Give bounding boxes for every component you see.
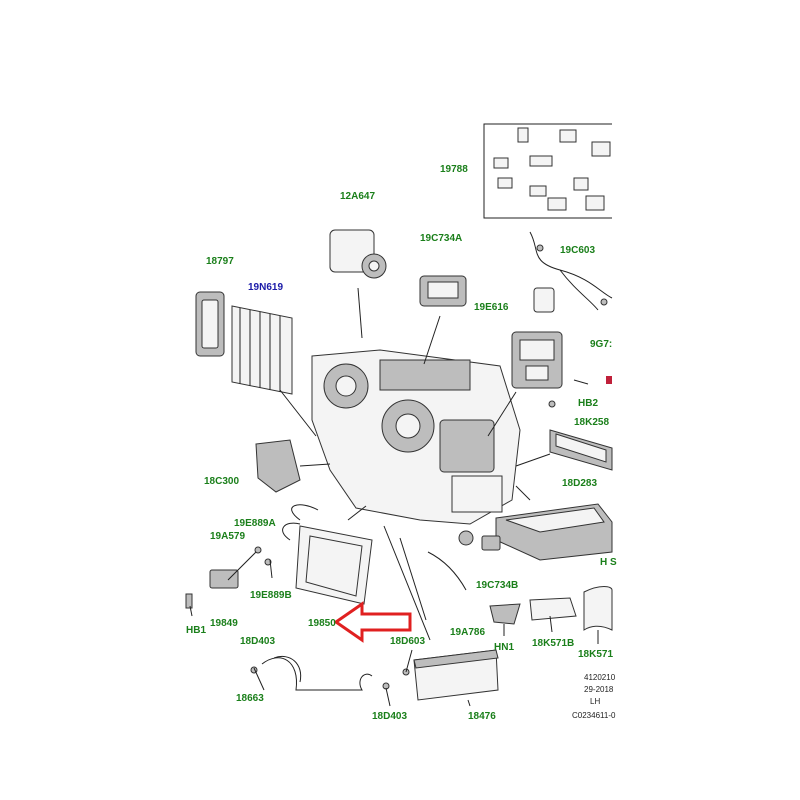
red-arrow bbox=[333, 601, 412, 643]
label-18D603: 18D603 bbox=[390, 636, 425, 647]
pipes-19E889 bbox=[254, 504, 319, 566]
label-HB1: HB1 bbox=[186, 625, 206, 636]
label-18K571: 18K571 bbox=[578, 649, 613, 660]
red-marker bbox=[606, 376, 612, 384]
label-19C734A: 19C734A bbox=[420, 233, 462, 244]
actuator-19C734B bbox=[458, 530, 501, 551]
label-9G7: 9G7: bbox=[590, 339, 612, 350]
evaporator-18D283 bbox=[495, 503, 613, 561]
heater-core-19850 bbox=[295, 525, 373, 605]
label-19A786: 19A786 bbox=[450, 627, 485, 638]
heater-matrix-18476 bbox=[413, 649, 499, 701]
actuator-19C734A bbox=[419, 275, 467, 307]
label-19850: 19850 bbox=[308, 618, 336, 629]
label-19E889B: 19E889B bbox=[250, 590, 292, 601]
screw-HB1 bbox=[185, 593, 193, 609]
label-19N619: 19N619 bbox=[248, 282, 283, 293]
clip-HN1 bbox=[489, 603, 521, 625]
info-line-3: LH bbox=[590, 697, 600, 706]
label-18K258: 18K258 bbox=[574, 417, 609, 428]
label-HN1: HN1 bbox=[494, 642, 514, 653]
info-block: 4120210 29-2018 LH C0234611-0 bbox=[572, 673, 616, 720]
label-19C734B: 19C734B bbox=[476, 580, 518, 591]
label-18476: 18476 bbox=[468, 711, 496, 722]
label-19E616: 19E616 bbox=[474, 302, 509, 313]
label-19849: 19849 bbox=[210, 618, 238, 629]
label-18C300: 18C300 bbox=[204, 476, 239, 487]
cover-18K571 bbox=[583, 586, 613, 631]
info-line-1: 4120210 bbox=[584, 673, 616, 682]
label-19788: 19788 bbox=[440, 164, 468, 175]
label-12A647: 12A647 bbox=[340, 191, 375, 202]
label-19C603: 19C603 bbox=[560, 245, 595, 256]
blower-motor-12A647 bbox=[329, 229, 387, 279]
wiring-harness-19C603 bbox=[529, 231, 613, 311]
heater-hose-18663 bbox=[261, 656, 373, 691]
screws-HB2 bbox=[548, 379, 589, 408]
bracket-18C300 bbox=[255, 439, 301, 493]
pollen-filter-19N619 bbox=[231, 305, 293, 395]
control-module-9G7 bbox=[511, 331, 563, 389]
info-line-4: C0234611-0 bbox=[572, 711, 616, 720]
bracket-18K571B bbox=[529, 597, 577, 621]
label-18D283: 18D283 bbox=[562, 478, 597, 489]
label-18D403-top: 18D403 bbox=[240, 636, 275, 647]
label-HB2: HB2 bbox=[578, 398, 598, 409]
label-19E889A: 19E889A bbox=[234, 518, 276, 529]
label-18663: 18663 bbox=[236, 693, 264, 704]
label-18D403-bottom: 18D403 bbox=[372, 711, 407, 722]
duct-18K258 bbox=[549, 429, 613, 471]
hvac-housing bbox=[311, 349, 521, 525]
label-H: H S bbox=[600, 557, 617, 568]
info-line-2: 29-2018 bbox=[584, 685, 614, 694]
pipe-19A786 bbox=[427, 551, 467, 591]
bracket-19849 bbox=[209, 569, 239, 589]
filter-cover-18797 bbox=[195, 291, 225, 357]
label-19A579: 19A579 bbox=[210, 531, 245, 542]
label-18797: 18797 bbox=[206, 256, 234, 267]
leader-lines bbox=[189, 287, 599, 707]
actuator-kit-box bbox=[483, 123, 612, 219]
sensor-19E616 bbox=[533, 287, 555, 313]
label-18K571B: 18K571B bbox=[532, 638, 574, 649]
